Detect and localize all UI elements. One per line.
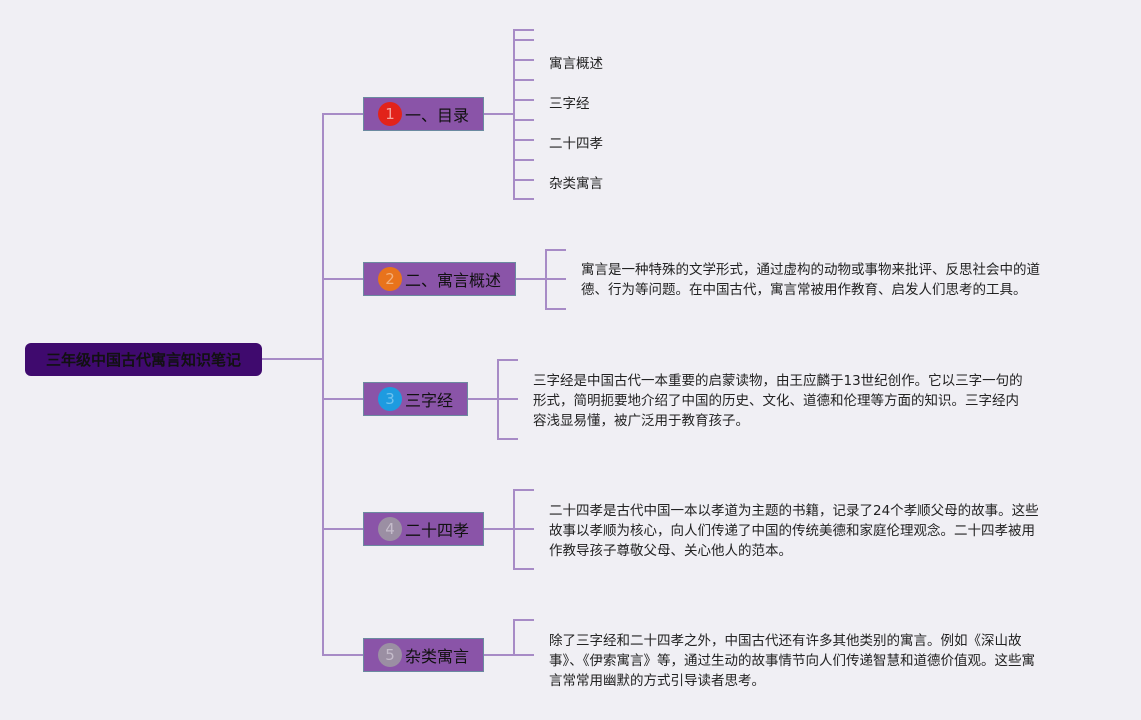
branch-label: 杂类寓言 xyxy=(405,647,470,666)
fable-overview-text: 寓言是一种特殊的文学形式，通过虚构的动物或事物来批评、反思社会中的道德、行为等问… xyxy=(581,262,1040,298)
branch-label: 二十四孝 xyxy=(405,521,470,540)
number-5-circle-icon: 5 xyxy=(378,643,402,667)
toc-item[interactable]: 寓言概述 xyxy=(549,56,603,72)
root-title: 三年级中国古代寓言知识笔记 xyxy=(45,351,241,369)
branch-node-fable-overview[interactable]: 2 二、寓言概述 xyxy=(363,262,516,296)
branch-node-contents[interactable]: 1 一、目录 xyxy=(363,97,484,131)
number-1-circle-icon: 1 xyxy=(378,102,402,126)
branch-label: 一、目录 xyxy=(405,106,470,125)
three-character-classic-text: 三字经是中国古代一本重要的启蒙读物，由王应麟于13世纪创作。它以三字一句的形式，… xyxy=(533,373,1023,429)
toc-item[interactable]: 二十四孝 xyxy=(549,136,603,152)
branch-label: 三字经 xyxy=(405,391,454,410)
toc-item[interactable]: 三字经 xyxy=(549,96,590,112)
branch-node-three-character-classic[interactable]: 3 三字经 xyxy=(363,382,468,416)
root-node[interactable]: 三年级中国古代寓言知识笔记 xyxy=(25,343,262,376)
branch-node-twenty-four-filial[interactable]: 4 二十四孝 xyxy=(363,512,484,546)
number-3-circle-icon: 3 xyxy=(378,387,402,411)
number-2-circle-icon: 2 xyxy=(378,267,402,291)
misc-fables-text: 除了三字经和二十四孝之外，中国古代还有许多其他类别的寓言。例如《深山故事》、《伊… xyxy=(549,633,1035,689)
branch-node-misc-fables[interactable]: 5 杂类寓言 xyxy=(363,638,484,672)
number-4-circle-icon: 4 xyxy=(378,517,402,541)
toc-item[interactable]: 杂类寓言 xyxy=(549,176,603,192)
twenty-four-filial-text: 二十四孝是古代中国一本以孝道为主题的书籍，记录了24个孝顺父母的故事。这些故事以… xyxy=(549,503,1039,559)
branch-label: 二、寓言概述 xyxy=(405,271,502,290)
